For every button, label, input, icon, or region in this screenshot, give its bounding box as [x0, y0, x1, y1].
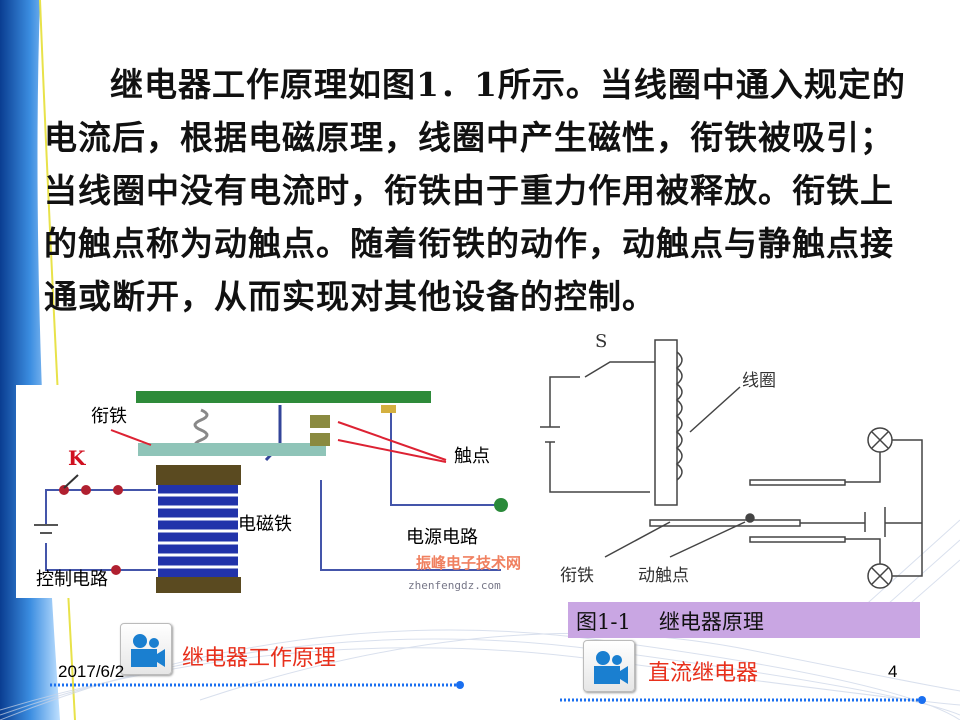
- body-paragraph: 继电器工作原理如图1．1所示。当线圈中通入规定的电流后，根据电磁原理，线圈中产生…: [44, 65, 906, 316]
- link-relay-working-principle[interactable]: 继电器工作原理: [182, 646, 337, 671]
- label-switch-s: S: [595, 331, 608, 352]
- label-power-circuit: 电源电路: [406, 527, 478, 548]
- figure-caption: 图1-1 继电器原理: [568, 602, 920, 638]
- label-coil: 线圈: [742, 371, 776, 391]
- watermark-url: zhenfengdz.com: [408, 579, 501, 592]
- video-link-button-1[interactable]: [120, 623, 172, 675]
- label-moving-contact: 动触点: [638, 566, 689, 586]
- label-armature-schematic: 衔铁: [560, 566, 594, 586]
- label-electromagnet: 电磁铁: [238, 514, 292, 535]
- watermark: 振峰电子技术网: [416, 554, 522, 572]
- label-contacts: 触点: [454, 446, 490, 467]
- page-number: 4: [888, 662, 898, 681]
- relay-schematic: S 线圈 衔铁 动触点: [540, 331, 925, 600]
- label-armature: 衔铁: [91, 406, 127, 427]
- label-control-circuit: 控制电路: [36, 569, 108, 590]
- relay-illustration: 衔铁 K 触点 电磁铁 电源电路 振峰电子技术网 zhenfengdz.com …: [16, 385, 526, 598]
- footer-date: 2017/6/2: [58, 662, 125, 681]
- video-camera-icon: [594, 651, 628, 684]
- link-dc-relay[interactable]: 直流继电器: [648, 661, 759, 686]
- video-camera-icon: [131, 634, 165, 667]
- caption-number: 图1-1: [576, 610, 631, 634]
- label-switch-k: K: [68, 446, 86, 470]
- caption-title: 继电器原理: [658, 610, 764, 634]
- video-link-button-2[interactable]: [583, 640, 635, 692]
